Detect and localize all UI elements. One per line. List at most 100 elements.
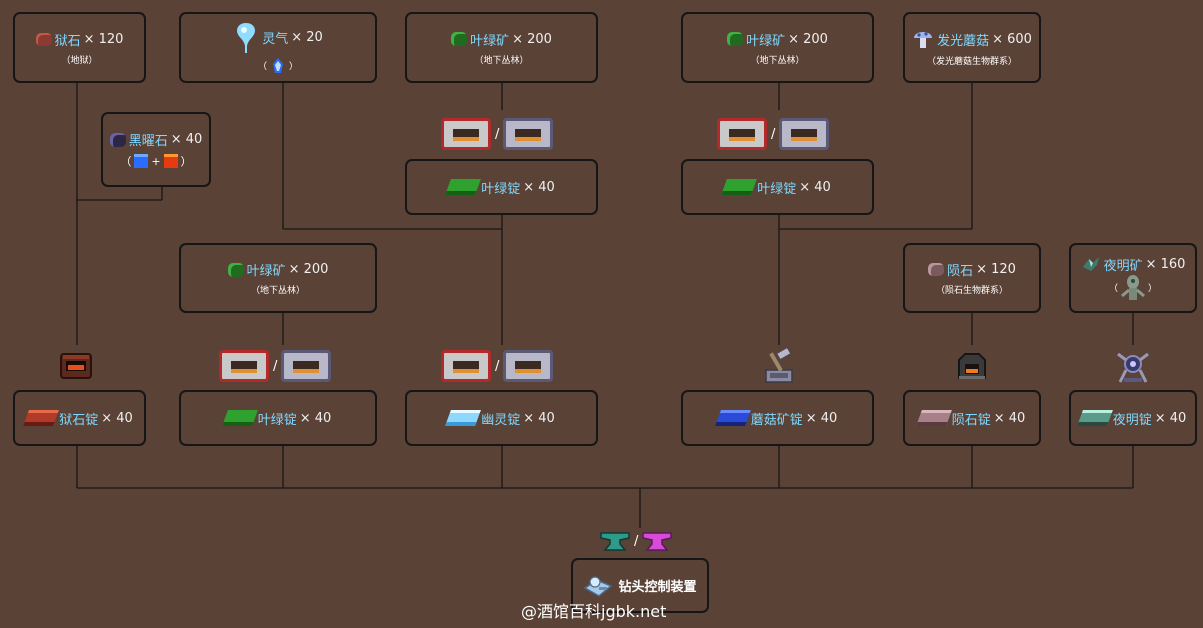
chlorophyte-ore-icon xyxy=(727,32,744,46)
item-quantity: × 200 xyxy=(288,262,329,277)
item-name: 夜明锭 xyxy=(1112,412,1152,428)
node-chlorophyte-ore-2: 叶绿矿 × 200 （地下丛林） xyxy=(681,12,874,83)
item-quantity: × 160 xyxy=(1145,256,1186,272)
item-source: （地下丛林） xyxy=(750,55,805,66)
node-meteorite-bar: 陨石锭 × 40 xyxy=(903,390,1041,446)
meteorite-bar-icon xyxy=(915,410,952,426)
dungeon-spirit-icon xyxy=(269,57,287,75)
item-quantity: × 200 xyxy=(788,31,828,47)
node-drill-containment-unit: 钻头控制装置 xyxy=(571,558,709,613)
item-name: 钻头控制装置 xyxy=(618,580,697,595)
adamantite-forge-icon xyxy=(717,118,767,150)
titanium-forge-icon xyxy=(503,350,554,382)
node-glowing-mushroom: 发光蘑菇 × 600 （发光蘑菇生物群系） xyxy=(903,12,1041,83)
orichalcum-anvil-icon xyxy=(642,530,673,552)
item-quantity: × 40 xyxy=(1154,410,1187,426)
node-chlorophyte-bar-2: 叶绿锭 × 40 xyxy=(681,159,874,215)
node-chlorophyte-ore-3: 叶绿矿 × 200 （地下丛林） xyxy=(179,243,377,313)
station-adamantite-titanium-forge-1: / xyxy=(441,118,554,150)
moon-lord-icon xyxy=(1120,274,1146,302)
meteorite-icon xyxy=(928,263,945,276)
item-quantity: × 40 xyxy=(299,410,332,426)
watermark: @酒馆百科jgbk.net xyxy=(521,602,667,621)
item-name: 叶绿矿 xyxy=(246,264,286,279)
item-quantity: × 40 xyxy=(170,132,203,147)
station-hellforge xyxy=(59,350,93,380)
adamantite-forge-icon xyxy=(441,118,491,150)
item-quantity: × 40 xyxy=(993,410,1026,426)
item-name: 黑曜石 xyxy=(128,134,168,149)
adamantite-forge-icon xyxy=(441,350,491,382)
item-source: （ ） xyxy=(1109,274,1157,302)
item-name: 陨石锭 xyxy=(951,412,991,428)
glowing-mushroom-icon xyxy=(912,28,934,50)
item-quantity: × 40 xyxy=(805,410,838,426)
item-name: 叶绿锭 xyxy=(481,181,521,197)
chlorophyte-bar-icon xyxy=(445,179,482,195)
item-name: 叶绿矿 xyxy=(470,33,510,49)
item-source: （陨石生物群系） xyxy=(935,286,1008,296)
node-chlorophyte-bar-1: 叶绿锭 × 40 xyxy=(405,159,598,215)
station-adamantite-titanium-forge-2: / xyxy=(717,118,830,150)
chlorophyte-ore-icon xyxy=(227,262,244,277)
item-quantity: × 40 xyxy=(523,410,555,426)
item-quantity: × 200 xyxy=(512,31,552,47)
luminite-icon xyxy=(1081,255,1101,273)
water-icon xyxy=(134,154,149,168)
hellstone-ore-icon xyxy=(35,32,52,46)
item-name: 幽灵锭 xyxy=(481,412,521,428)
titanium-forge-icon xyxy=(281,350,332,382)
node-meteorite: 陨石 × 120 （陨石生物群系） xyxy=(903,243,1041,313)
item-name: 蘑菇矿锭 xyxy=(750,412,803,428)
item-quantity: × 40 xyxy=(101,410,133,426)
item-name: 狱石 xyxy=(54,33,81,49)
station-adamantite-titanium-forge-4: / xyxy=(441,350,554,382)
hellforge-icon xyxy=(59,350,93,380)
item-quantity: × 120 xyxy=(976,262,1016,277)
furnace-icon xyxy=(955,350,989,380)
item-source: （ + ） xyxy=(120,154,192,168)
obsidian-icon xyxy=(109,132,126,147)
chlorophyte-ore-icon xyxy=(451,32,468,46)
chlorophyte-bar-icon xyxy=(721,179,758,195)
node-obsidian: 黑曜石 × 40 （ + ） xyxy=(101,112,211,187)
node-ectoplasm-bar: 幽灵锭 × 40 xyxy=(405,390,598,446)
shroomite-bar-icon xyxy=(714,410,751,426)
station-adamantite-titanium-forge-3: / xyxy=(219,350,332,382)
item-name: 叶绿矿 xyxy=(746,33,786,49)
item-quantity: × 40 xyxy=(523,179,555,195)
node-soul: 灵气 × 20 （ ） xyxy=(179,12,377,83)
titanium-forge-icon xyxy=(779,118,830,150)
item-quantity: × 40 xyxy=(799,179,831,195)
item-name: 灵气 xyxy=(262,32,289,47)
node-luminite-bar: 夜明锭 × 40 xyxy=(1069,390,1197,446)
item-source: （发光蘑菇生物群系） xyxy=(926,57,1017,67)
hellstone-bar-icon xyxy=(23,410,60,426)
ancient-manipulator-icon xyxy=(1114,348,1152,384)
station-autohammer xyxy=(760,346,796,384)
spectre-bar-icon xyxy=(445,410,482,426)
autohammer-icon xyxy=(760,346,796,384)
node-chlorophyte-bar-3: 叶绿锭 × 40 xyxy=(179,390,377,446)
ectoplasm-icon xyxy=(233,21,259,55)
chlorophyte-bar-icon xyxy=(221,410,258,426)
item-name: 陨石 xyxy=(947,264,974,279)
item-name: 夜明矿 xyxy=(1103,258,1143,274)
station-mythril-orichalcum-anvil: / xyxy=(600,530,673,552)
item-quantity: × 120 xyxy=(83,31,124,47)
mythril-anvil-icon xyxy=(600,530,630,552)
item-name: 叶绿锭 xyxy=(257,412,297,428)
item-name: 狱石锭 xyxy=(59,412,99,428)
adamantite-forge-icon xyxy=(219,350,269,382)
node-hellstone-ore: 狱石 × 120 （地狱） xyxy=(13,12,146,83)
node-chlorophyte-ore-1: 叶绿矿 × 200 （地下丛林） xyxy=(405,12,598,83)
station-ancient-manipulator xyxy=(1114,348,1152,384)
station-furnace xyxy=(955,350,989,380)
item-source: （地狱） xyxy=(61,55,98,66)
item-name: 叶绿锭 xyxy=(757,181,797,197)
item-quantity: × 600 xyxy=(992,31,1032,47)
node-shroomite-bar: 蘑菇矿锭 × 40 xyxy=(681,390,874,446)
lava-icon xyxy=(163,154,178,168)
item-quantity: × 20 xyxy=(291,30,323,45)
